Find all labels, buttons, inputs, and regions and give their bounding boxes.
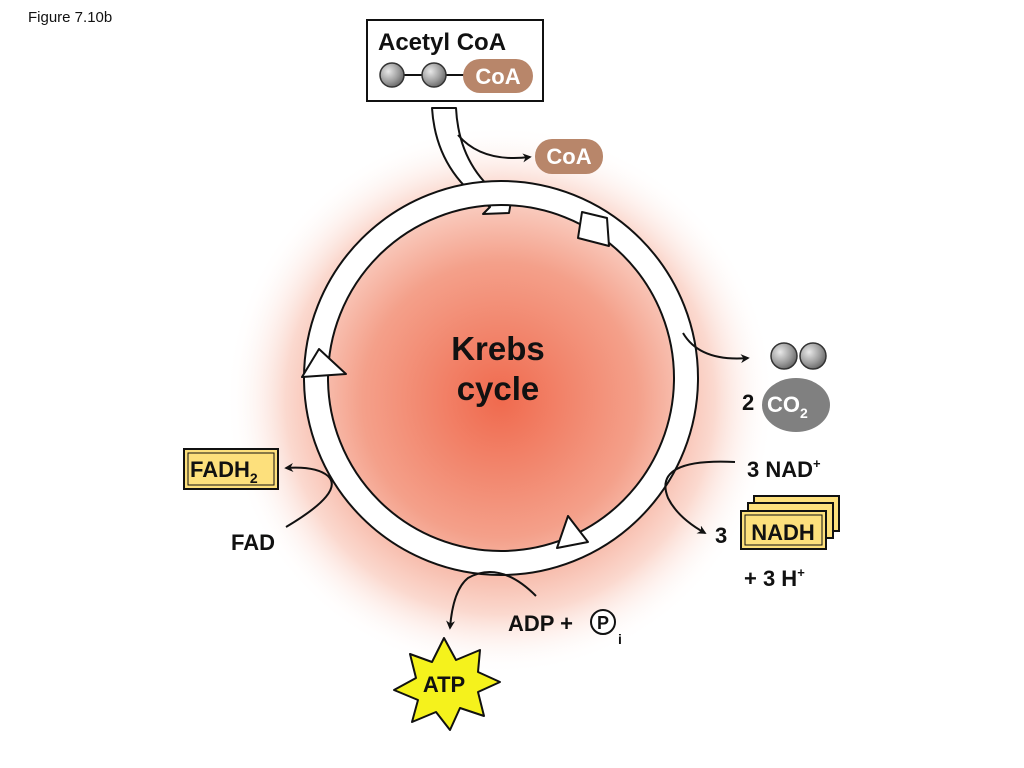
adp-label: ADP + <box>508 611 573 636</box>
coa-pill <box>463 59 533 93</box>
cycle-label-line2: cycle <box>457 370 540 407</box>
released-coa-pill <box>535 139 603 174</box>
atp-label: ATP <box>423 672 465 697</box>
phosphate-circle <box>590 609 616 635</box>
fadh2-label: FADH2 <box>190 457 258 486</box>
fadh2-subscript: 2 <box>250 470 258 486</box>
coa-pill-label: CoA <box>475 64 520 89</box>
fadh2-box <box>183 448 279 490</box>
phosphate-subscript: i <box>618 631 622 647</box>
co2-text: CO <box>767 392 800 417</box>
acetyl-coa-title: Acetyl CoA <box>378 29 506 56</box>
carbon-atom-icon <box>421 62 447 88</box>
co2-arrow <box>682 332 750 364</box>
cycle-label-line1: Krebs <box>451 330 545 367</box>
nad-reduction-arrow <box>664 460 736 534</box>
co2-coefficient: 2 <box>742 390 754 415</box>
protons-text: + 3 H <box>744 566 797 591</box>
carbon-atom-icon <box>799 342 827 370</box>
co2-formula: CO2 <box>767 392 808 421</box>
coa-release-arrow <box>457 134 532 163</box>
protons-charge: + <box>797 565 805 580</box>
atp-star-icon <box>393 637 501 731</box>
phosphate-label: P <box>597 613 609 633</box>
nadh-coefficient: 3 <box>715 523 727 548</box>
atp-synthesis-arrow <box>446 571 537 630</box>
cycle-ring-fill <box>305 182 697 574</box>
fad-reduction-arrow <box>284 463 333 528</box>
fadh2-text: FADH <box>190 457 250 482</box>
co2-pill <box>762 378 830 432</box>
figure-label: Figure 7.10b <box>28 9 112 26</box>
fad-label: FAD <box>231 530 275 555</box>
co2-subscript: 2 <box>800 405 808 421</box>
nad-plus-text: 3 NAD <box>747 457 813 482</box>
nad-plus-charge: + <box>813 456 821 471</box>
cycle-arrowhead-top-right <box>577 211 610 247</box>
released-coa-label: CoA <box>546 144 591 169</box>
carbon-atom-icon <box>379 62 405 88</box>
nadh-stack <box>740 495 840 550</box>
nadh-label: NADH <box>751 520 815 545</box>
cycle-arrowhead-left <box>301 348 347 378</box>
cycle-arrowhead-bottom-right <box>556 515 589 549</box>
nad-plus-label: 3 NAD+ <box>747 456 821 482</box>
carbon-atom-icon <box>770 342 798 370</box>
entry-arrow <box>431 107 513 215</box>
acetyl-coa-box: Acetyl CoA CoA <box>366 19 544 102</box>
fadh2-box-inner <box>187 452 275 486</box>
protons-label: + 3 H+ <box>744 565 805 591</box>
